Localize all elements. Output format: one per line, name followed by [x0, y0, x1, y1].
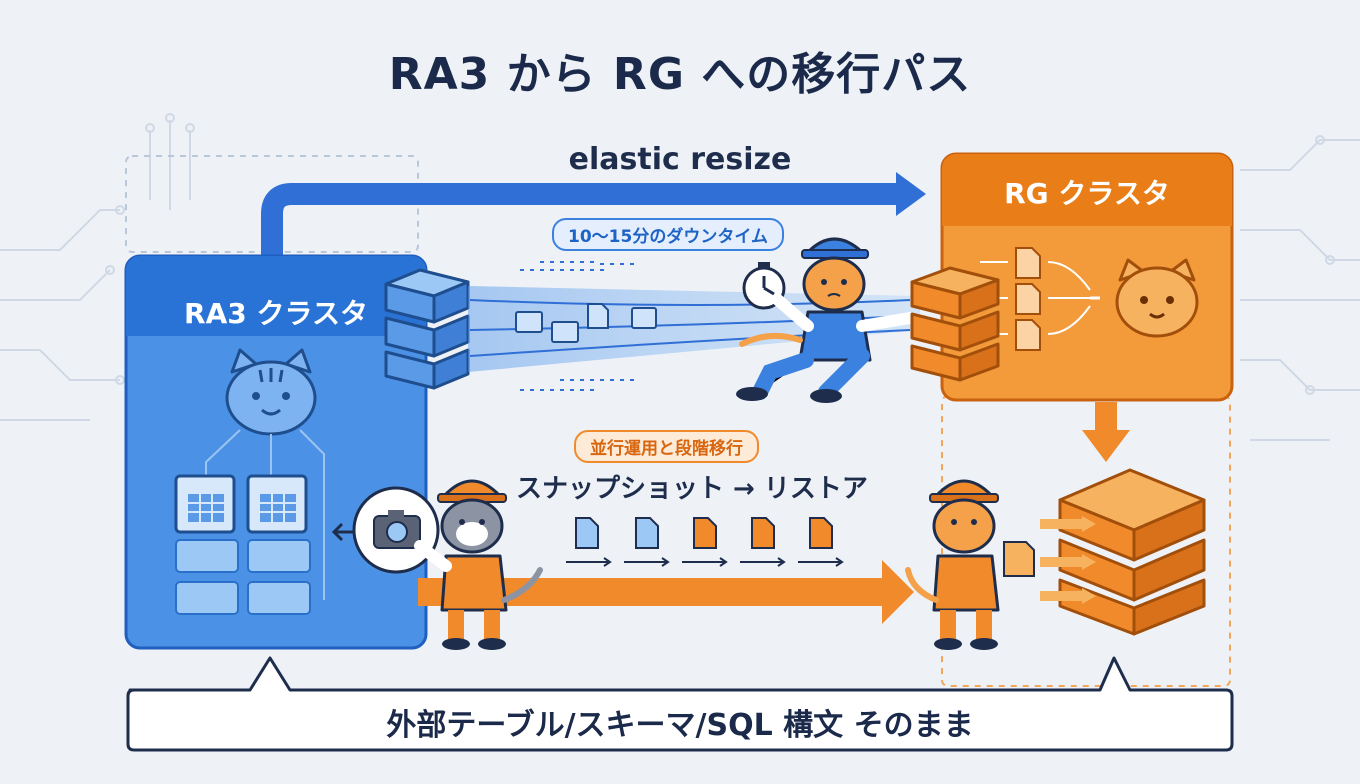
rg-cluster-label: RG クラスタ — [1004, 177, 1170, 210]
elastic-resize-label: elastic resize — [568, 142, 792, 177]
down-arrow — [1082, 402, 1130, 462]
worker-cat-blue — [736, 237, 916, 403]
snapshot-restore-label: スナップショット → リストア — [516, 474, 868, 504]
elastic-resize-arrow — [261, 172, 926, 262]
table-icon — [174, 474, 236, 534]
document-icon — [515, 303, 657, 343]
migration-small-arrows — [566, 557, 844, 567]
rg-server-stack-top — [910, 266, 1000, 382]
worker-cat-snapshot — [414, 479, 543, 650]
rg-server-stack-bottom — [1040, 468, 1206, 636]
ra3-connector-lines — [205, 429, 325, 600]
circuit-decoration-left — [0, 113, 195, 421]
database-server-icon — [384, 268, 470, 390]
orange-cat-icon — [1115, 258, 1199, 338]
rg-document-icons — [1015, 247, 1041, 351]
downtime-badge: 10〜15分のダウンタイム — [552, 218, 784, 251]
table-icon-2 — [246, 474, 308, 534]
page-title: RA3 から RG への移行パス — [388, 49, 972, 100]
footer-callout — [126, 656, 1234, 752]
tabby-cat-icon — [225, 348, 317, 436]
footer-text: 外部テーブル/スキーマ/SQL 構文 そのまま — [386, 708, 974, 743]
worker-cat-restore — [905, 479, 1035, 650]
migrating-documents — [575, 517, 833, 549]
dashed-guide-ra3 — [125, 155, 419, 253]
ra3-cluster-label: RA3 クラスタ — [184, 297, 368, 330]
parallel-migration-badge: 並行運用と段階移行 — [574, 430, 759, 463]
circuit-decoration-right — [1240, 135, 1360, 441]
storage-blocks — [175, 539, 311, 615]
